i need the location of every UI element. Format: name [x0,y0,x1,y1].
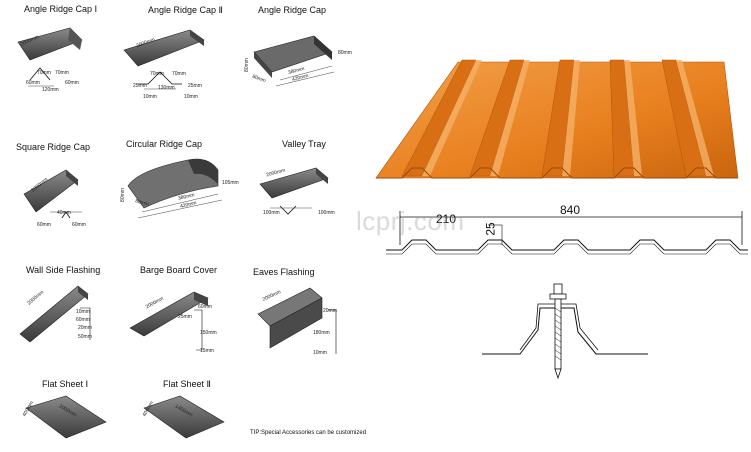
title-wall-side-flashing: Wall Side Flashing [26,265,101,275]
dim-label: 60mm [37,222,51,228]
dim-label: 60mm [65,80,79,86]
dim-label: 10mm [143,94,157,100]
angle-ridge-cap-1-drawing [17,27,83,87]
watermark: lcprj.com [356,206,465,236]
dim-label: 50mm [78,334,92,340]
dim-label: 60mm [72,222,86,228]
dim-label: 105mm [222,180,239,186]
pitch-label: 210 [436,212,457,226]
title-valley-tray: Valley Tray [282,139,326,149]
dim-label: 20mm [78,325,92,331]
title-angle-ridge-cap-2: Angle Ridge Cap Ⅱ [148,5,223,15]
flat-sheet-1-drawing [25,395,107,439]
title-angle-ridge-cap-3: Angle Ridge Cap [258,5,327,15]
dim-label: 60mm [198,304,212,310]
dim-label: 80mm [338,50,352,56]
flat-sheet-2-drawing [143,395,225,439]
dim-label: 120mm [42,87,59,93]
dim-label: 25mm [133,83,147,89]
title-barge-board-cover: Barge Board Cover [140,265,218,275]
coverage-label: 840 [560,203,581,217]
dim-label: 60mm [76,317,90,323]
title-angle-ridge-cap-1: Angle Ridge Cap Ⅰ [24,4,98,14]
eaves-flashing-drawing [257,287,337,354]
panel-profile-section [386,239,748,255]
dim-label: 70mm [150,71,164,77]
angle-ridge-cap-2-drawing [123,29,205,90]
title-square-ridge-cap: Square Ridge Cap [16,142,91,152]
profile-dimension-lines [399,211,743,245]
title-flat-sheet-2: Flat Sheet Ⅱ [163,379,211,389]
tip-text: TIP:Special Accessories can be customize… [250,430,367,436]
dim-label: 40mm [57,210,71,216]
dim-label: 60mm [26,80,40,86]
dim-label: 70mm [37,70,51,76]
title-eaves-flashing: Eaves Flashing [253,267,315,277]
circular-ridge-cap-drawing [127,158,223,219]
square-ridge-cap-drawing [23,169,82,219]
barge-board-cover-drawing [129,291,209,351]
angle-ridge-cap-3-drawing [253,35,335,87]
dim-label: 80mm [243,58,250,72]
dim-label: 80mm [119,188,126,202]
dim-label: 10mm [76,309,90,315]
dim-label: 15mm [200,348,214,354]
title-circular-ridge-cap: Circular Ridge Cap [126,139,203,149]
dim-label: 180mm [313,330,330,336]
dim-label: 70mm [55,70,69,76]
title-flat-sheet-1: Flat Sheet Ⅰ [42,379,89,389]
dim-label: 10mm [313,350,327,356]
dim-label: 100mm [318,210,335,216]
wall-side-flashing-drawing [19,285,91,343]
dim-label: 130mm [158,85,175,91]
dim-label: 25mm [178,314,192,320]
dim-label: 70mm [172,71,186,77]
dim-label: 150mm [200,330,217,336]
dim-label: 20mm [323,308,337,314]
fastener-detail [482,283,648,380]
dim-label: 25mm [188,83,202,89]
dim-label: 10mm [184,94,198,100]
dim-label: 100mm [263,210,280,216]
roofing-panel-3d [375,59,739,179]
valley-tray-drawing [259,167,329,215]
